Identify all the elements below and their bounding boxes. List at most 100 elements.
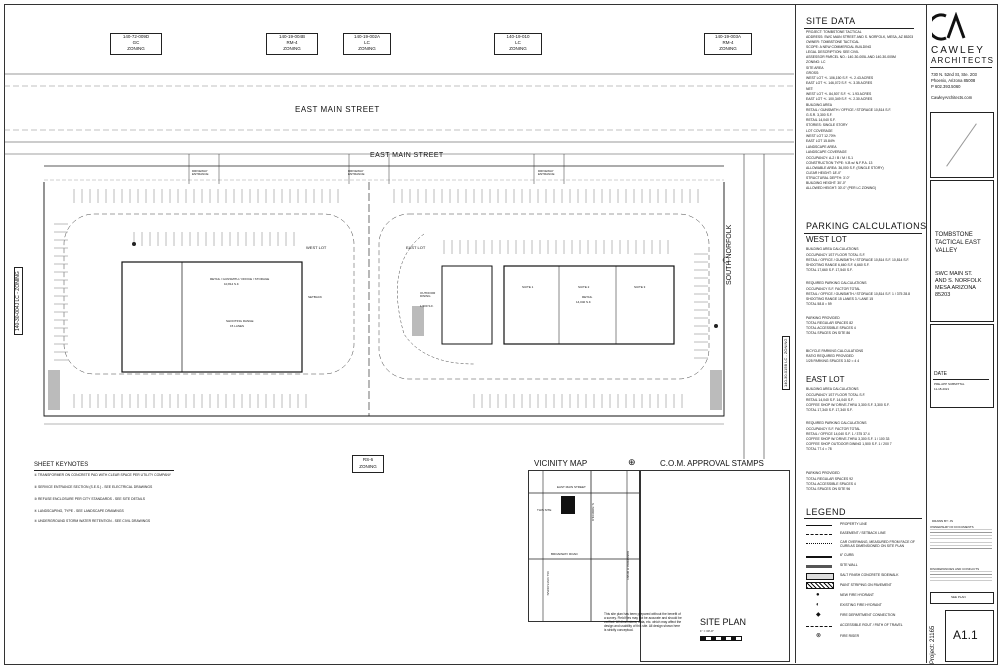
calc-row: SHOOTING RANGE 15 LANES 3 / LANE 15 <box>806 297 874 301</box>
map-label: VAL VISTA DRIVE <box>546 571 550 596</box>
calc-row: TOTAL REGULAR SPACES 92 <box>806 477 853 481</box>
legend-swatch <box>806 565 832 568</box>
project-box: TOMBSTONE TACTICAL EAST VALLEY SWC MAIN … <box>930 180 994 322</box>
legend-swatch <box>806 626 832 627</box>
calc-row: TOTAL ACCESSIBLE SPACES 4 <box>806 326 856 330</box>
legend-item: SITE WALL <box>840 563 858 567</box>
site-data-row: NET: <box>806 87 814 91</box>
zone-code: RS-6 <box>362 457 374 462</box>
keynote-item: ⑤ UNDERGROUND STORM WATER RETENTION - SE… <box>34 519 151 523</box>
zone-label: ZONING <box>283 46 301 51</box>
date-box: DATE PRE-APP SUBMITTAL 11-18-2021 <box>930 324 994 408</box>
legend-list: PROPERTY LINE EASEMENT / SETBACK LINE CA… <box>806 522 924 660</box>
keynotes-title: SHEET KEYNOTES <box>34 462 89 468</box>
calc-row: COFFEE SHOP W/ DRIVE-THRU 3,300 S.F. 1 /… <box>806 437 890 441</box>
site-data-row: LANDSCAPE AREA <box>806 145 837 149</box>
calc-row: SHOOTING RANGE 6,660 S.F. 6,660 S.F. <box>806 263 870 267</box>
legend-swatch <box>806 582 834 589</box>
zone-label: ZONING <box>719 46 737 51</box>
legend-item: SALT FINISH CONCRETE SIDEWALK <box>840 573 899 577</box>
title-rule <box>933 379 989 380</box>
keynote-text: SERVICE ENTRANCE SECTION (S.E.S.) - SEE … <box>37 485 153 489</box>
site-data-row: SCOPE: A NEW COMMERCIAL BUILDING <box>806 45 872 49</box>
site-plan-title: SITE PLAN <box>700 617 747 627</box>
setback-label: SETBACK <box>308 295 323 299</box>
zoning-tag: 140-72-009D GC ZONING <box>110 33 162 55</box>
driveway-label: DRIVEWAY ENTRANCE <box>348 169 365 176</box>
zoning-side-label: 140-30-015B LC - ZONING <box>782 335 790 390</box>
keynote-item: ① TRANSFORMER ON CONCRETE PAD WITH CLEAR… <box>34 473 172 477</box>
project-address: SWC MAIN ST. AND S. NORFOLK MESA ARIZONA… <box>935 271 985 299</box>
lot-label: EAST LOT <box>406 245 426 250</box>
east-lot-calcs: BUILDING AREA CALCULATIONS OCCUPANCY 1ST… <box>806 387 924 498</box>
legend-item: ACCESSIBLE ROUT / PATH OF TRAVEL <box>840 623 903 627</box>
keynote-text: UNDERGROUND STORM WATER RETENTION - SEE … <box>37 519 151 523</box>
divider-line <box>795 4 796 663</box>
date-label: DATE <box>934 371 947 377</box>
parcel-code: 140-19-004B <box>278 34 306 39</box>
approval-stamps-box <box>640 470 790 662</box>
divider-line <box>926 4 927 663</box>
site-data-row: LOT COVERAGE <box>806 129 833 133</box>
ownership-box: OWNERSHIP OF DOCUMENTS <box>930 525 992 566</box>
site-data-row: STRUCTURAL DEPTH: 3'-0" <box>806 176 850 180</box>
zone-code: RM-4 <box>722 40 734 45</box>
suite-label: SUITE 1 <box>522 285 534 289</box>
calc-row: COFFEE SHOP W/ DRIVE-THRU 3,300 S.F. 3,3… <box>806 403 890 407</box>
legend-item: 6" CURB <box>840 553 854 557</box>
site-plan-scale: 1" = 30'-0" <box>700 629 714 633</box>
site-data-row: EAST LOT +/- 146,072 S.F. +/- 3.35 ACRES <box>806 81 873 85</box>
discrepancies-title: DISCREPANCIES AND CONFLICTS <box>930 567 980 571</box>
zone-label: ZONING <box>509 46 527 51</box>
firm-name: ARCHITECTS <box>931 56 995 65</box>
parcel-code: 140-19-002A <box>353 34 381 39</box>
seal-slash <box>946 123 977 167</box>
calc-row: OCCUPANCY S.F. FACTOR TOTAL <box>806 287 861 291</box>
project-name: TOMBSTONE TACTICAL EAST VALLEY <box>935 231 985 255</box>
site-data-row: GROSS: <box>806 71 820 75</box>
site-data-row: WEST LOT +/- 84,507 S.F. +/- 1.93 ACRES <box>806 92 872 96</box>
zone-label: ZONING <box>127 46 145 51</box>
map-label: EAST MAIN STREET <box>557 485 586 489</box>
map-label: THIS SITE <box>537 508 552 512</box>
site-data-row: SITE AREA <box>806 66 824 70</box>
site-plan-drawing <box>4 73 794 459</box>
building-label: RETAIL / GUNSMITH / OFFICE / STORAGE <box>210 277 270 281</box>
drawing-border <box>4 4 998 665</box>
calc-row: TOTAL SPACES ON SITE 86 <box>806 331 851 335</box>
parcel-code: 140-19-003A <box>714 34 742 39</box>
calc-row: COFFEE SHOP OUTDOOR DINING 1,500 S.F. 1 … <box>806 442 892 446</box>
dining-area: 1,500 S.F. <box>420 304 434 308</box>
zoning-tag: 140-19-002A LC ZONING <box>343 33 391 55</box>
calc-row: TOTAL ACCESSIBLE SPACES 4 <box>806 482 856 486</box>
drawn-by: DRAWN BY: JS <box>932 519 954 523</box>
firm-website[interactable]: CawleyArchitects.com <box>931 95 973 100</box>
legend-title: LEGEND <box>806 507 847 517</box>
submittal-label: PRE-APP SUBMITTAL <box>934 382 965 386</box>
legend-item: CAR OVERHANG, MEASURED FROM FACE OF CURB… <box>840 540 915 548</box>
legend-item: EXISTING FIRE HYDRANT <box>840 603 882 607</box>
zone-label: ZONING <box>358 46 376 51</box>
site-data-row: WEST LOT 12.70% <box>806 134 836 138</box>
calc-row: RETAIL / OFFICE / GUNSMITH / STORAGE 10,… <box>806 292 910 296</box>
keynote-item: ④ LANDSCAPING, TYPE - SEE LANDSCAPE DRAW… <box>34 509 124 513</box>
calc-row: 1/25 PARKING SPACES 3.52 = 4 4 <box>806 359 860 363</box>
sheet-number: A1.1 <box>953 628 978 642</box>
zoning-tag: 140-19-010 LC ZONING <box>494 33 542 55</box>
site-data-row: ZONING: LC <box>806 60 826 64</box>
logo-mark-icon <box>927 11 966 41</box>
disclaimer-note: This site plan has been prepared without… <box>604 612 682 652</box>
site-data-row: STORIES: SINGLE STORY <box>806 123 848 127</box>
discrepancies-box: DISCREPANCIES AND CONFLICTS <box>930 567 992 588</box>
zone-code: GC <box>132 40 140 45</box>
suite-label: SUITE 2 <box>578 285 590 289</box>
east-lot-title: EAST LOT <box>806 375 845 384</box>
legend-swatch <box>806 556 832 558</box>
map-label: S. NORFOLK <box>591 503 595 522</box>
calc-row: RETAIL 14,040 S.F. 14,040 S.F. <box>806 398 854 402</box>
vicinity-map: EAST MAIN STREET THIS SITE BROADWAY ROAD… <box>528 470 640 622</box>
map-label: GREENFIELD ROAD <box>626 551 630 580</box>
title-rule <box>804 518 922 519</box>
firm-name: CAWLEY <box>931 45 985 56</box>
keynotes-rule <box>34 470 174 471</box>
